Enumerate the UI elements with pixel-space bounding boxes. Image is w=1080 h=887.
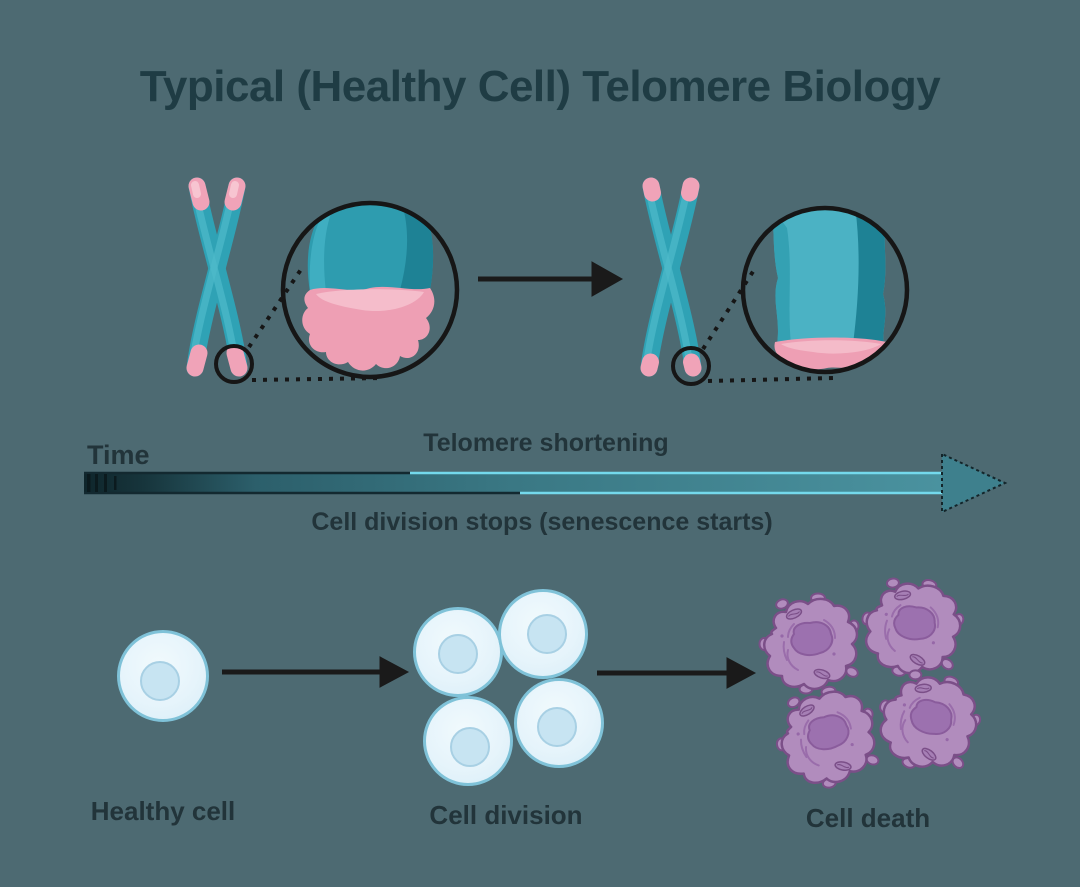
loupe-small-circle-left-icon <box>214 344 254 384</box>
time-axis-label: Time <box>87 440 150 470</box>
senescence-label: Cell division stops (senescence starts) <box>311 508 773 536</box>
stage-arrowhead-icon <box>591 261 624 297</box>
cell-nucleus <box>527 614 567 654</box>
cell-nucleus <box>438 634 478 674</box>
time-arrow-start-ticks <box>87 474 117 492</box>
cell-nucleus <box>450 727 490 767</box>
healthy-cell-label: Healthy cell <box>90 796 236 826</box>
dividing-cell-icon <box>498 589 588 679</box>
dividing-cell-icon <box>413 607 503 697</box>
dividing-cell-icon <box>514 678 604 768</box>
cell-nucleus <box>537 707 577 747</box>
page-title: Typical (Healthy Cell) Telomere Biology <box>139 62 941 111</box>
healthy-cell-nucleus <box>140 661 180 701</box>
loupe-dashed-connectors <box>247 266 835 383</box>
time-arrow-icon <box>84 452 1008 514</box>
loupe-small-circle-right-icon <box>671 346 711 386</box>
magnifier-short-telomere-icon <box>740 205 910 375</box>
telomere-shortening-label: Telomere shortening <box>423 429 669 457</box>
cell-division-label: Cell division <box>429 800 583 830</box>
dividing-cell-icon <box>423 696 513 786</box>
healthy-cell-icon <box>117 630 209 722</box>
magnifier-long-telomere-icon <box>280 200 460 380</box>
cell-death-label: Cell death <box>805 803 931 833</box>
chromosome-short-telomeres-icon <box>640 177 702 377</box>
chromosome-long-telomeres-icon <box>186 177 248 377</box>
